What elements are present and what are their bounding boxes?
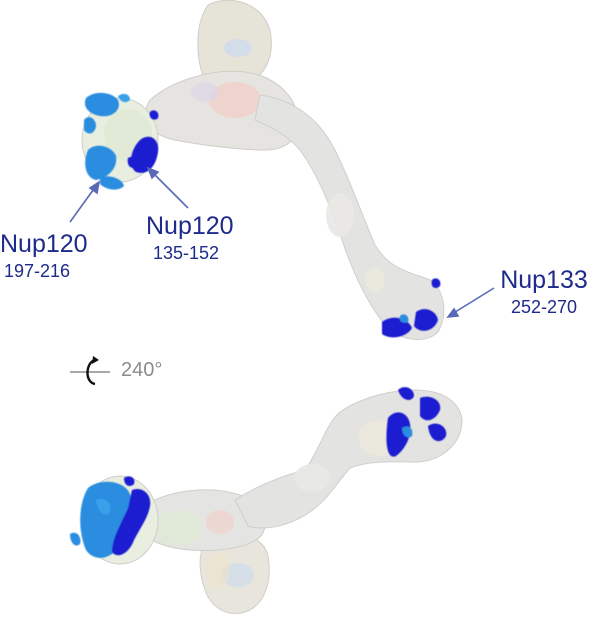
- label-nup133-252-270: Nup133 252-270: [496, 266, 592, 317]
- residue-range: 135-152: [152, 243, 220, 263]
- protein-name: Nup120: [0, 230, 88, 258]
- label-arrows: [69, 166, 495, 318]
- residue-range: 197-216: [3, 261, 71, 281]
- protein-name: Nup133: [500, 266, 588, 294]
- crosslink-density-top: [84, 92, 441, 338]
- label-nup120-197-216: Nup120 197-216: [0, 230, 88, 281]
- label-nup120-135-152: Nup120 135-152: [146, 212, 234, 263]
- protein-name: Nup120: [146, 212, 234, 240]
- rotation-angle-label: 240°: [121, 359, 163, 381]
- residue-range: 252-270: [510, 297, 578, 317]
- crosslink-density-bottom: [70, 387, 447, 558]
- rotation-arrow-icon: [70, 356, 110, 386]
